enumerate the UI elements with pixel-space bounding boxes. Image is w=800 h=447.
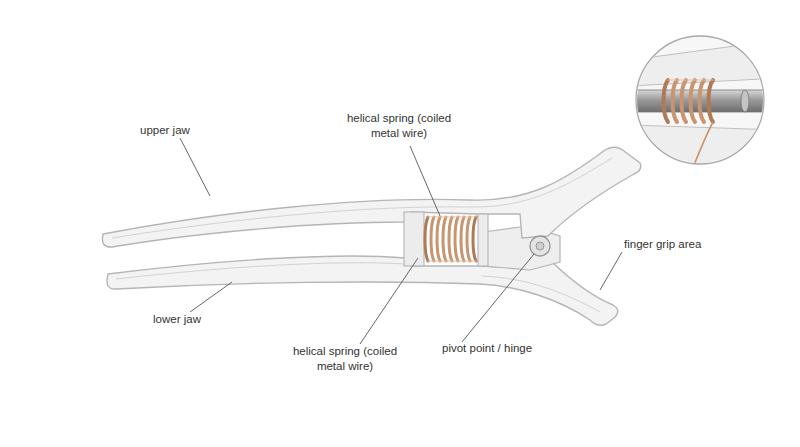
pivot-pin-center: [536, 242, 544, 250]
upper-jaw-body: [102, 147, 640, 247]
part-label: pivot point / hinge: [442, 341, 532, 356]
part-label: upper jaw: [140, 123, 190, 138]
part-label: finger grip area: [624, 237, 701, 252]
pivot-pin: [530, 236, 550, 256]
spring-seat: [404, 212, 424, 266]
leader-lines: [180, 138, 622, 344]
upper-jaw-inner-edge: [112, 158, 612, 238]
spring-seat: [478, 214, 488, 266]
inset-detail: [630, 36, 780, 170]
part-label: helical spring (coiled metal wire): [345, 111, 453, 141]
helical-spring: [425, 217, 476, 261]
part-label: helical spring (coiled metal wire): [291, 344, 399, 374]
part-label: lower jaw: [153, 312, 201, 327]
